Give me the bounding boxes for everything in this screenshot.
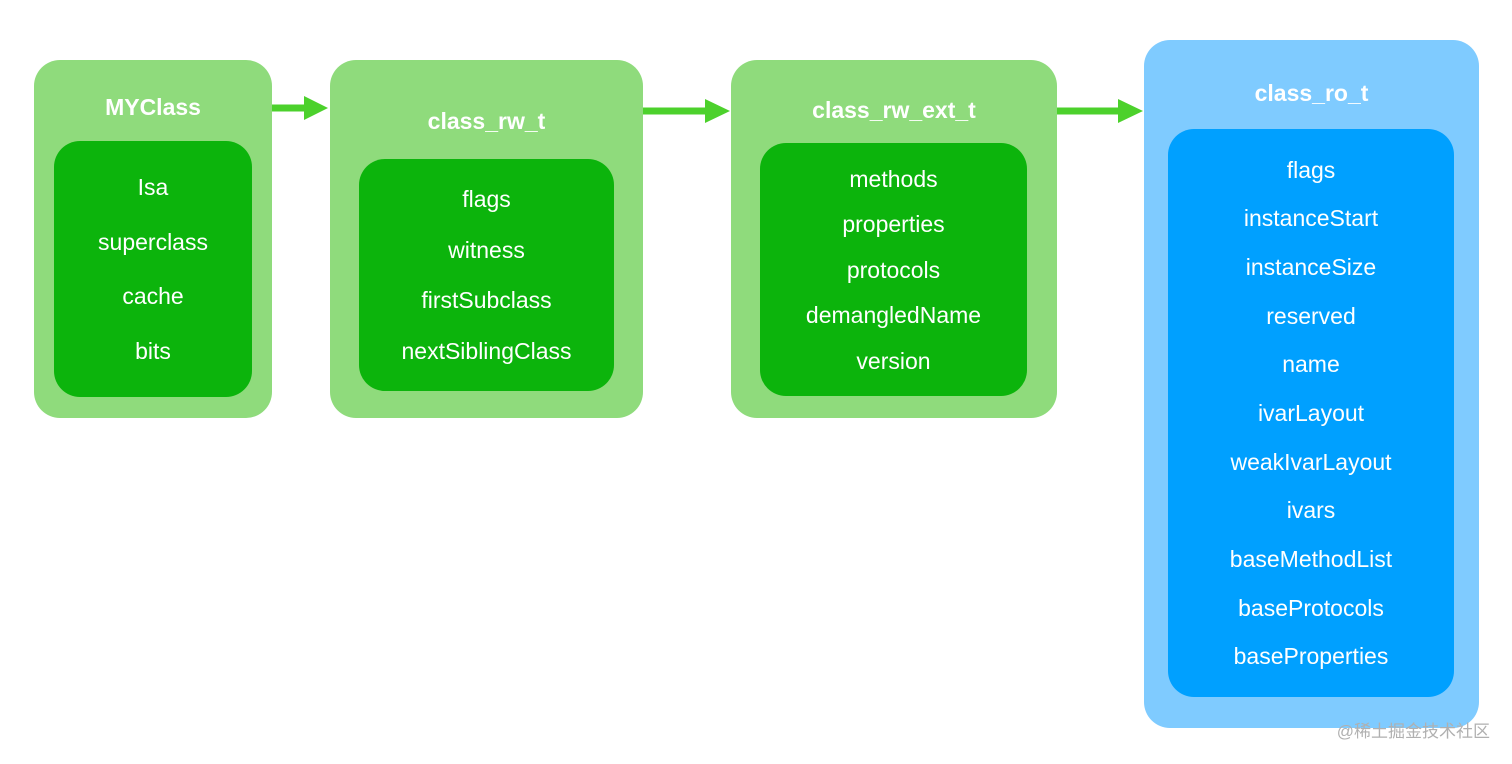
- arrow-head: [1118, 99, 1143, 123]
- field-ivar-layout: ivarLayout: [1257, 399, 1365, 426]
- field-base-properties: baseProperties: [1233, 643, 1389, 670]
- arrow-myclass-to-class-rw-t: [272, 96, 328, 120]
- field-properties: properties: [842, 211, 945, 237]
- field-instance-size: instanceSize: [1245, 253, 1377, 280]
- field-flags: flags: [462, 186, 511, 213]
- field-base-method-list: baseMethodList: [1229, 545, 1393, 572]
- field-version: version: [856, 347, 931, 374]
- class-rw-t-title: class_rw_t: [427, 108, 546, 134]
- arrow-class-rw-t-to-class-rw-ext-t: [643, 99, 730, 123]
- arrow-head: [705, 99, 730, 123]
- class-rw-t-box: class_rw_t flags witness firstSubclass n…: [330, 60, 643, 418]
- field-instance-start: instanceStart: [1243, 205, 1379, 232]
- field-next-sibling-class: nextSiblingClass: [401, 337, 572, 364]
- class-ro-t-box: class_ro_t flags instanceStart instanceS…: [1144, 40, 1479, 728]
- myclass-fields-panel: Isa superclass cache bits: [54, 141, 252, 397]
- field-methods: methods: [849, 165, 938, 192]
- field-protocols: protocols: [846, 256, 941, 283]
- class-rw-ext-t-box: class_rw_ext_t methods properties protoc…: [731, 60, 1057, 418]
- field-bits: bits: [135, 337, 171, 364]
- field-superclass: superclass: [98, 228, 208, 255]
- field-reserved: reserved: [1266, 302, 1356, 329]
- class-rw-ext-t-title: class_rw_ext_t: [812, 97, 976, 123]
- field-demangled-name: demangledName: [805, 302, 982, 328]
- field-witness: witness: [448, 236, 525, 263]
- class-ro-t-fields-panel: flags instanceStart instanceSize reserve…: [1168, 129, 1454, 697]
- myclass-box: MYClass Isa superclass cache bits: [34, 60, 272, 418]
- arrow-head: [304, 96, 328, 120]
- field-cache: cache: [122, 283, 184, 310]
- field-weak-ivar-layout: weakIvarLayout: [1230, 448, 1392, 475]
- field-base-protocols: baseProtocols: [1238, 594, 1384, 621]
- watermark: @稀土掘金技术社区: [1336, 722, 1490, 741]
- class-rw-t-fields-panel: flags witness firstSubclass nextSiblingC…: [359, 159, 614, 391]
- field-isa: Isa: [137, 174, 169, 201]
- field-ivars: ivars: [1286, 497, 1336, 524]
- arrow-class-rw-ext-t-to-class-ro-t: [1057, 99, 1143, 123]
- field-flags: flags: [1286, 156, 1336, 183]
- field-name: name: [1282, 351, 1340, 378]
- myclass-title: MYClass: [105, 94, 201, 120]
- class-ro-t-title: class_ro_t: [1254, 80, 1369, 106]
- class-rw-ext-t-fields-panel: methods properties protocols demangledNa…: [760, 143, 1027, 396]
- field-first-subclass: firstSubclass: [421, 287, 552, 314]
